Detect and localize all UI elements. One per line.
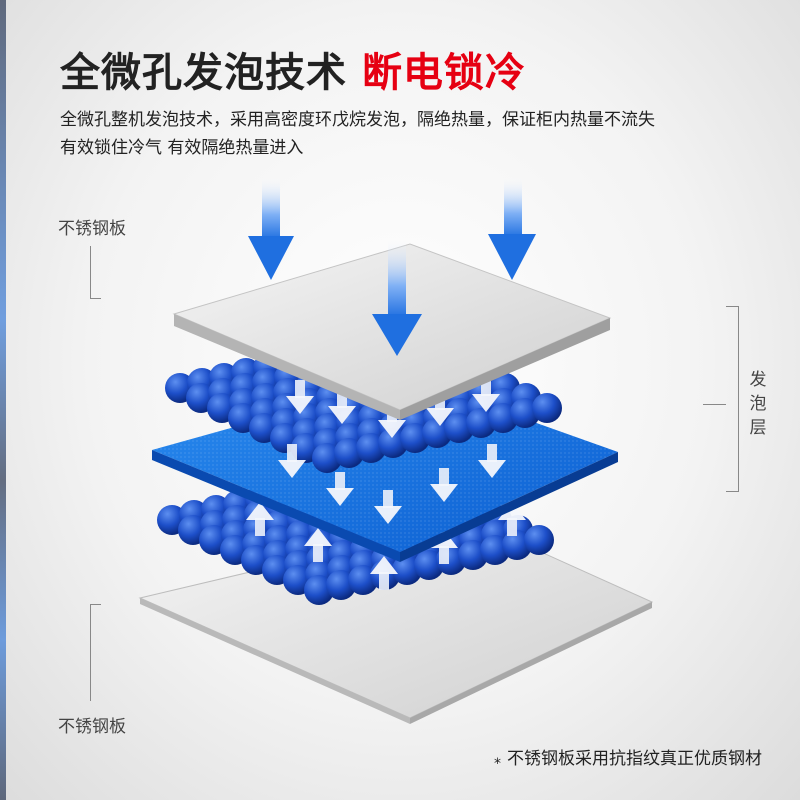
description-line-1: 全微孔整机发泡技术，采用高密度环戊烷发泡，隔绝热量，保证柜内热量不流失 [60,110,655,130]
downward-arrows [278,378,506,524]
down-arrow [478,444,506,478]
description-line-2: 有效锁住冷气 有效隔绝热量进入 [60,138,304,158]
description: 全微孔整机发泡技术，采用高密度环戊烷发泡，隔绝热量，保证柜内热量不流失 有效锁住… [60,106,760,162]
label-bottom-steel: 不锈钢板 [58,717,126,737]
title-highlight: 断电锁冷 [361,50,526,96]
bracket-foam-tick [703,404,726,405]
bracket-top-steel [90,246,101,299]
down-arrow [472,378,500,412]
up-arrow [498,502,526,536]
bracket-foam-layer [726,306,739,492]
footnote: * 不锈钢板采用抗指纹真正优质钢材 [494,744,762,772]
label-top-steel: 不锈钢板 [58,219,126,239]
down-arrow [328,390,356,424]
down-arrow [286,380,314,414]
footnote-star: * [494,756,501,772]
title-main: 全微孔发泡技术 [60,50,347,96]
up-arrow [370,556,398,590]
bracket-bottom-steel [90,604,101,701]
heat-arrow-center [372,238,422,356]
label-foam-layer: 发泡层 [749,370,767,438]
down-arrow [374,490,402,524]
up-arrow [246,502,274,536]
page-title: 全微孔发泡技术 断电锁冷 [60,40,526,98]
footnote-text: 不锈钢板采用抗指纹真正优质钢材 [507,749,762,769]
left-edge-decoration [0,0,6,800]
heat-arrows [248,176,536,356]
down-arrow [326,472,354,506]
heat-arrow-right [488,176,536,280]
heat-arrow-left [248,176,294,280]
down-arrow [278,444,306,478]
foam-ball [532,393,562,423]
up-arrow [304,528,332,562]
down-arrow [430,468,458,502]
foam-ball [524,525,554,555]
